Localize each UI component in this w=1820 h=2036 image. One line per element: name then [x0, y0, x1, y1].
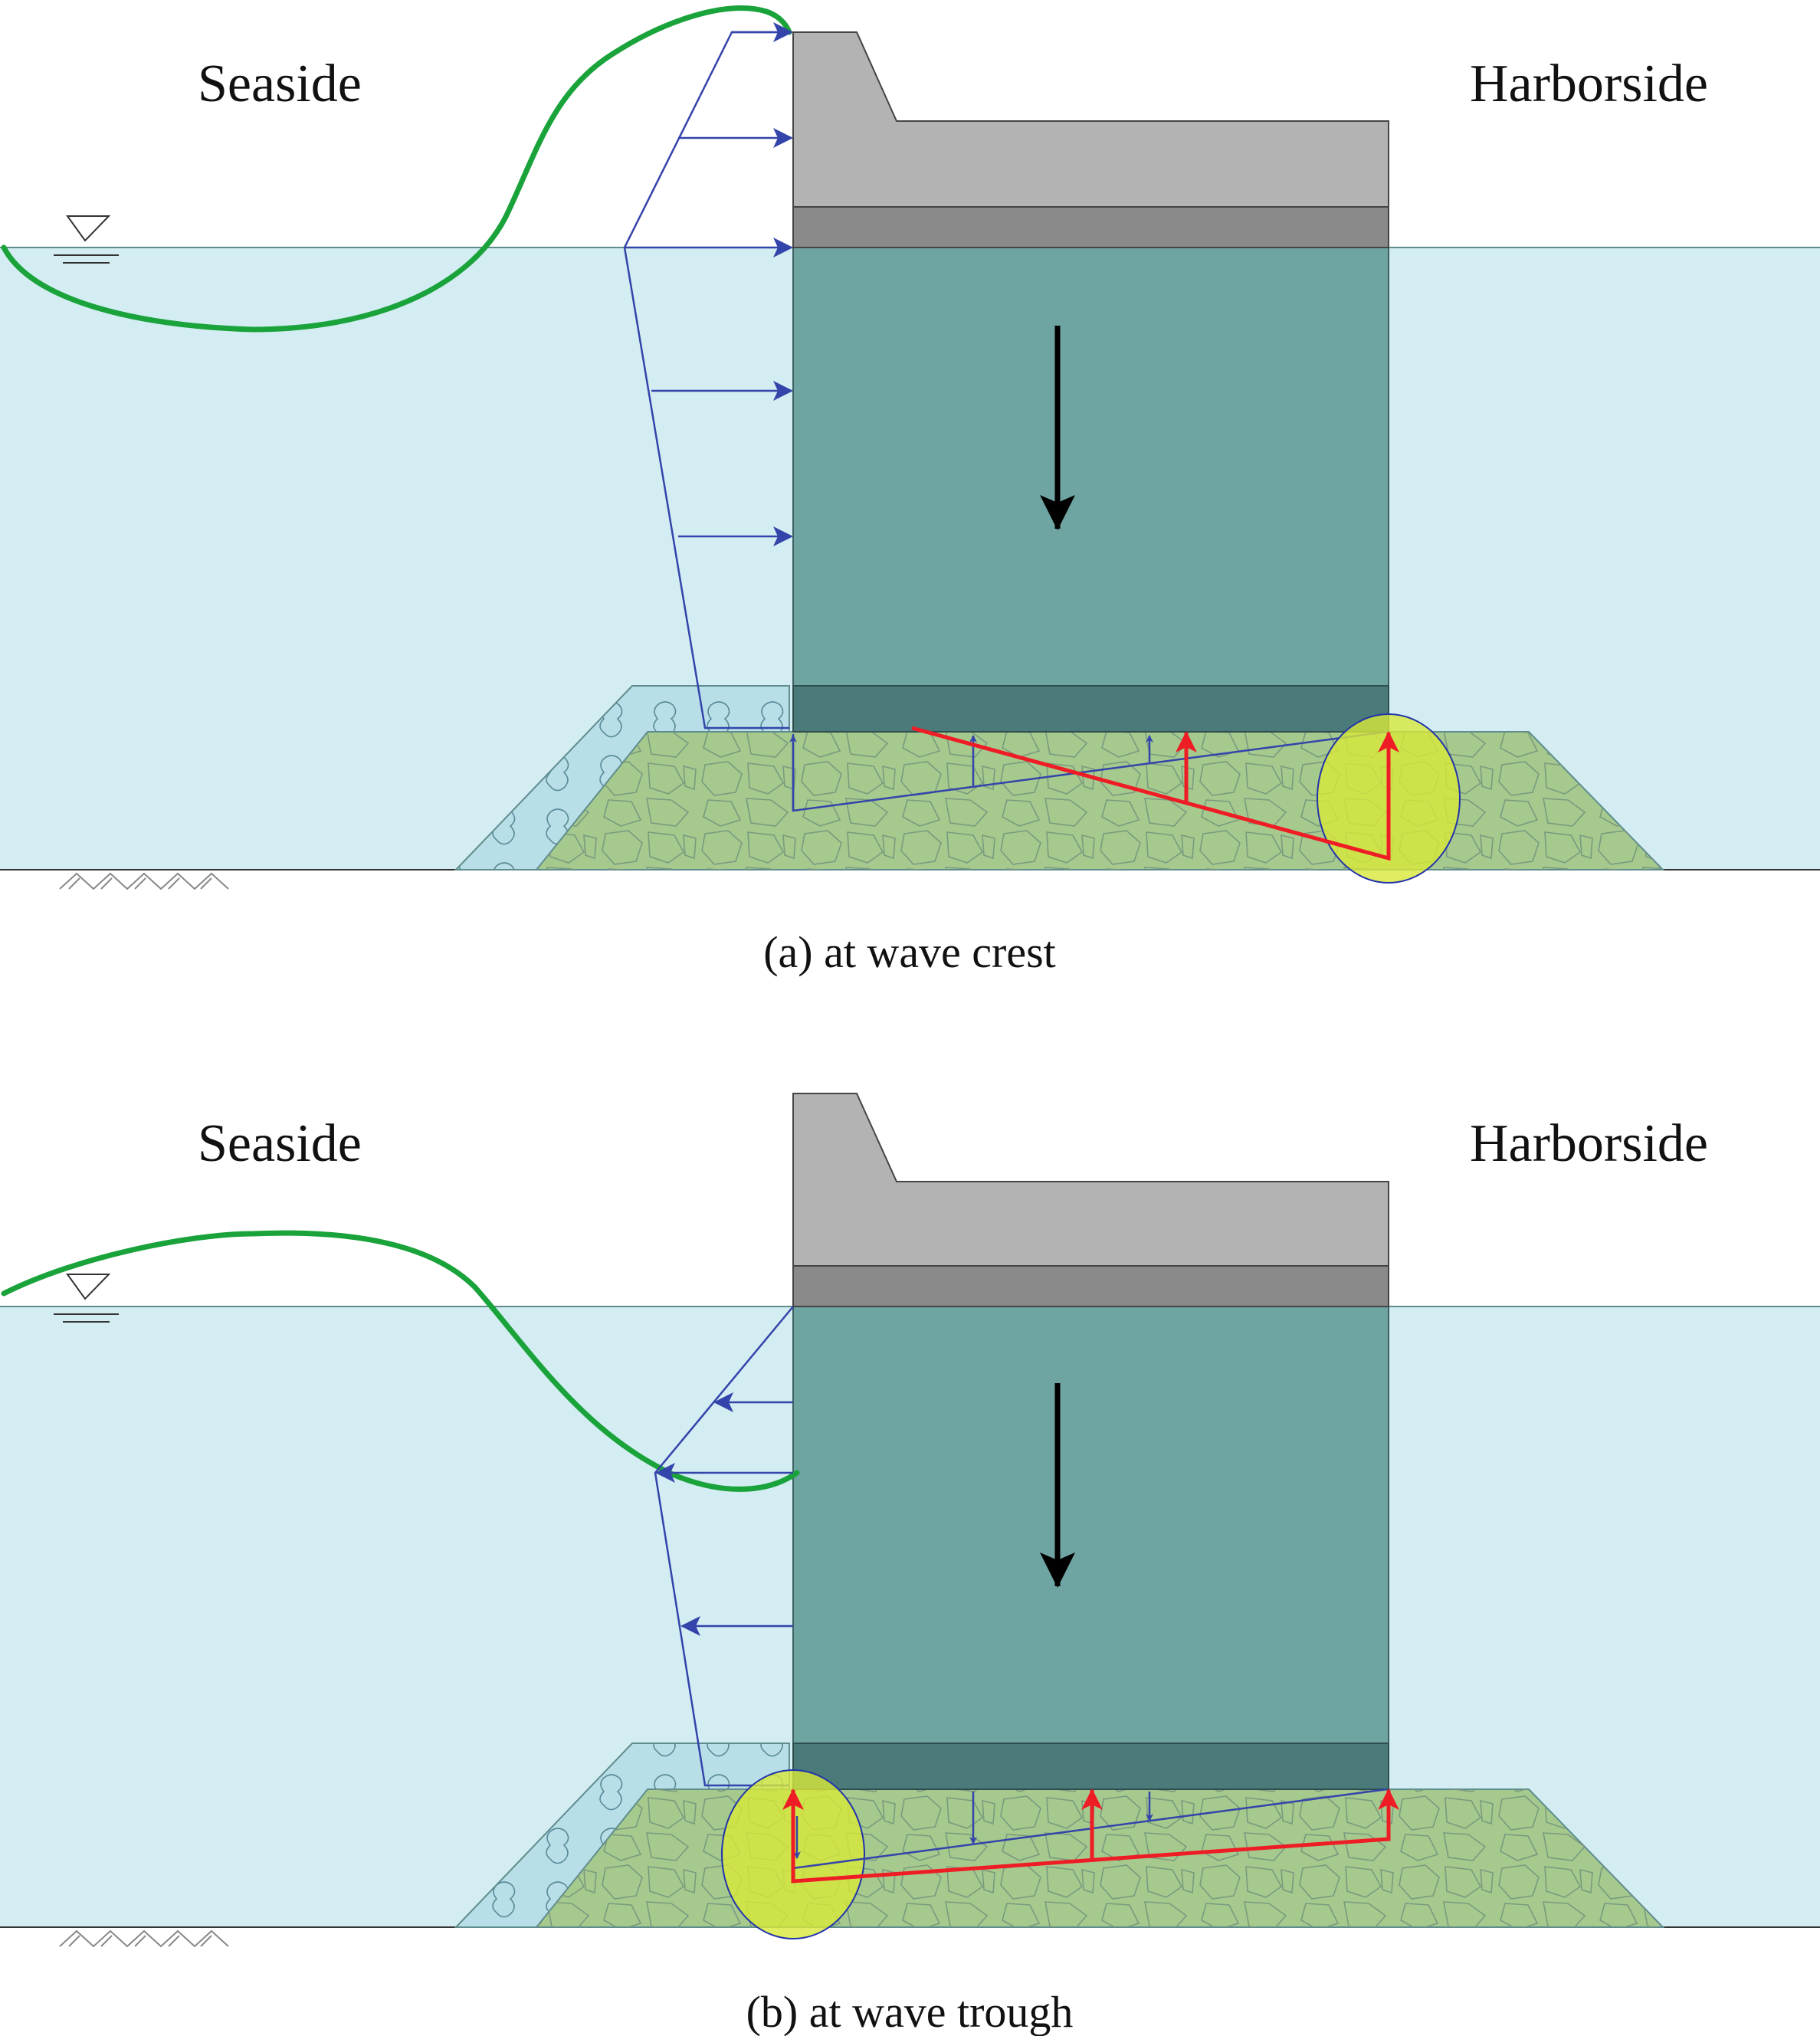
wave-pressure-diagram [654, 1306, 794, 1787]
water-level-triangle-icon [54, 1274, 119, 1323]
caisson-footing [792, 1743, 1389, 1790]
harborside-label: Harborside [1470, 54, 1708, 113]
caption: (b) at wave trough [746, 1987, 1074, 2036]
water-level-triangle-icon [54, 215, 119, 264]
superstructure-parapet [792, 31, 1389, 208]
superstructure-base [792, 206, 1389, 248]
uplift-pressure-diagram [789, 730, 1388, 812]
uplift-pressure-red [911, 726, 1399, 861]
caisson-body [792, 247, 1389, 687]
harborside-label: Harborside [1470, 1114, 1708, 1173]
panel-wave-crest: Seaside Harborside (a) at wave crest [0, 5, 1820, 977]
superstructure-parapet [792, 1093, 1389, 1267]
seaside-label: Seaside [198, 1114, 362, 1173]
wave-profile [1, 1230, 800, 1492]
caption: (a) at wave crest [763, 927, 1056, 977]
rubble-mound-texture [536, 732, 1663, 870]
seabed-hatch-icon [59, 1929, 229, 1948]
uplift-pressure-red [782, 1788, 1399, 1884]
superstructure-base [792, 1265, 1389, 1307]
seaside-label: Seaside [198, 54, 362, 113]
caisson-footing [792, 685, 1389, 733]
wave-pressure-diagram [623, 22, 793, 729]
wave-profile [1, 5, 792, 333]
panel-wave-trough: Seaside Harborside (b) at wave trough [0, 1093, 1820, 2036]
seabed-hatch-icon [59, 872, 229, 890]
caisson-body [792, 1306, 1389, 1744]
